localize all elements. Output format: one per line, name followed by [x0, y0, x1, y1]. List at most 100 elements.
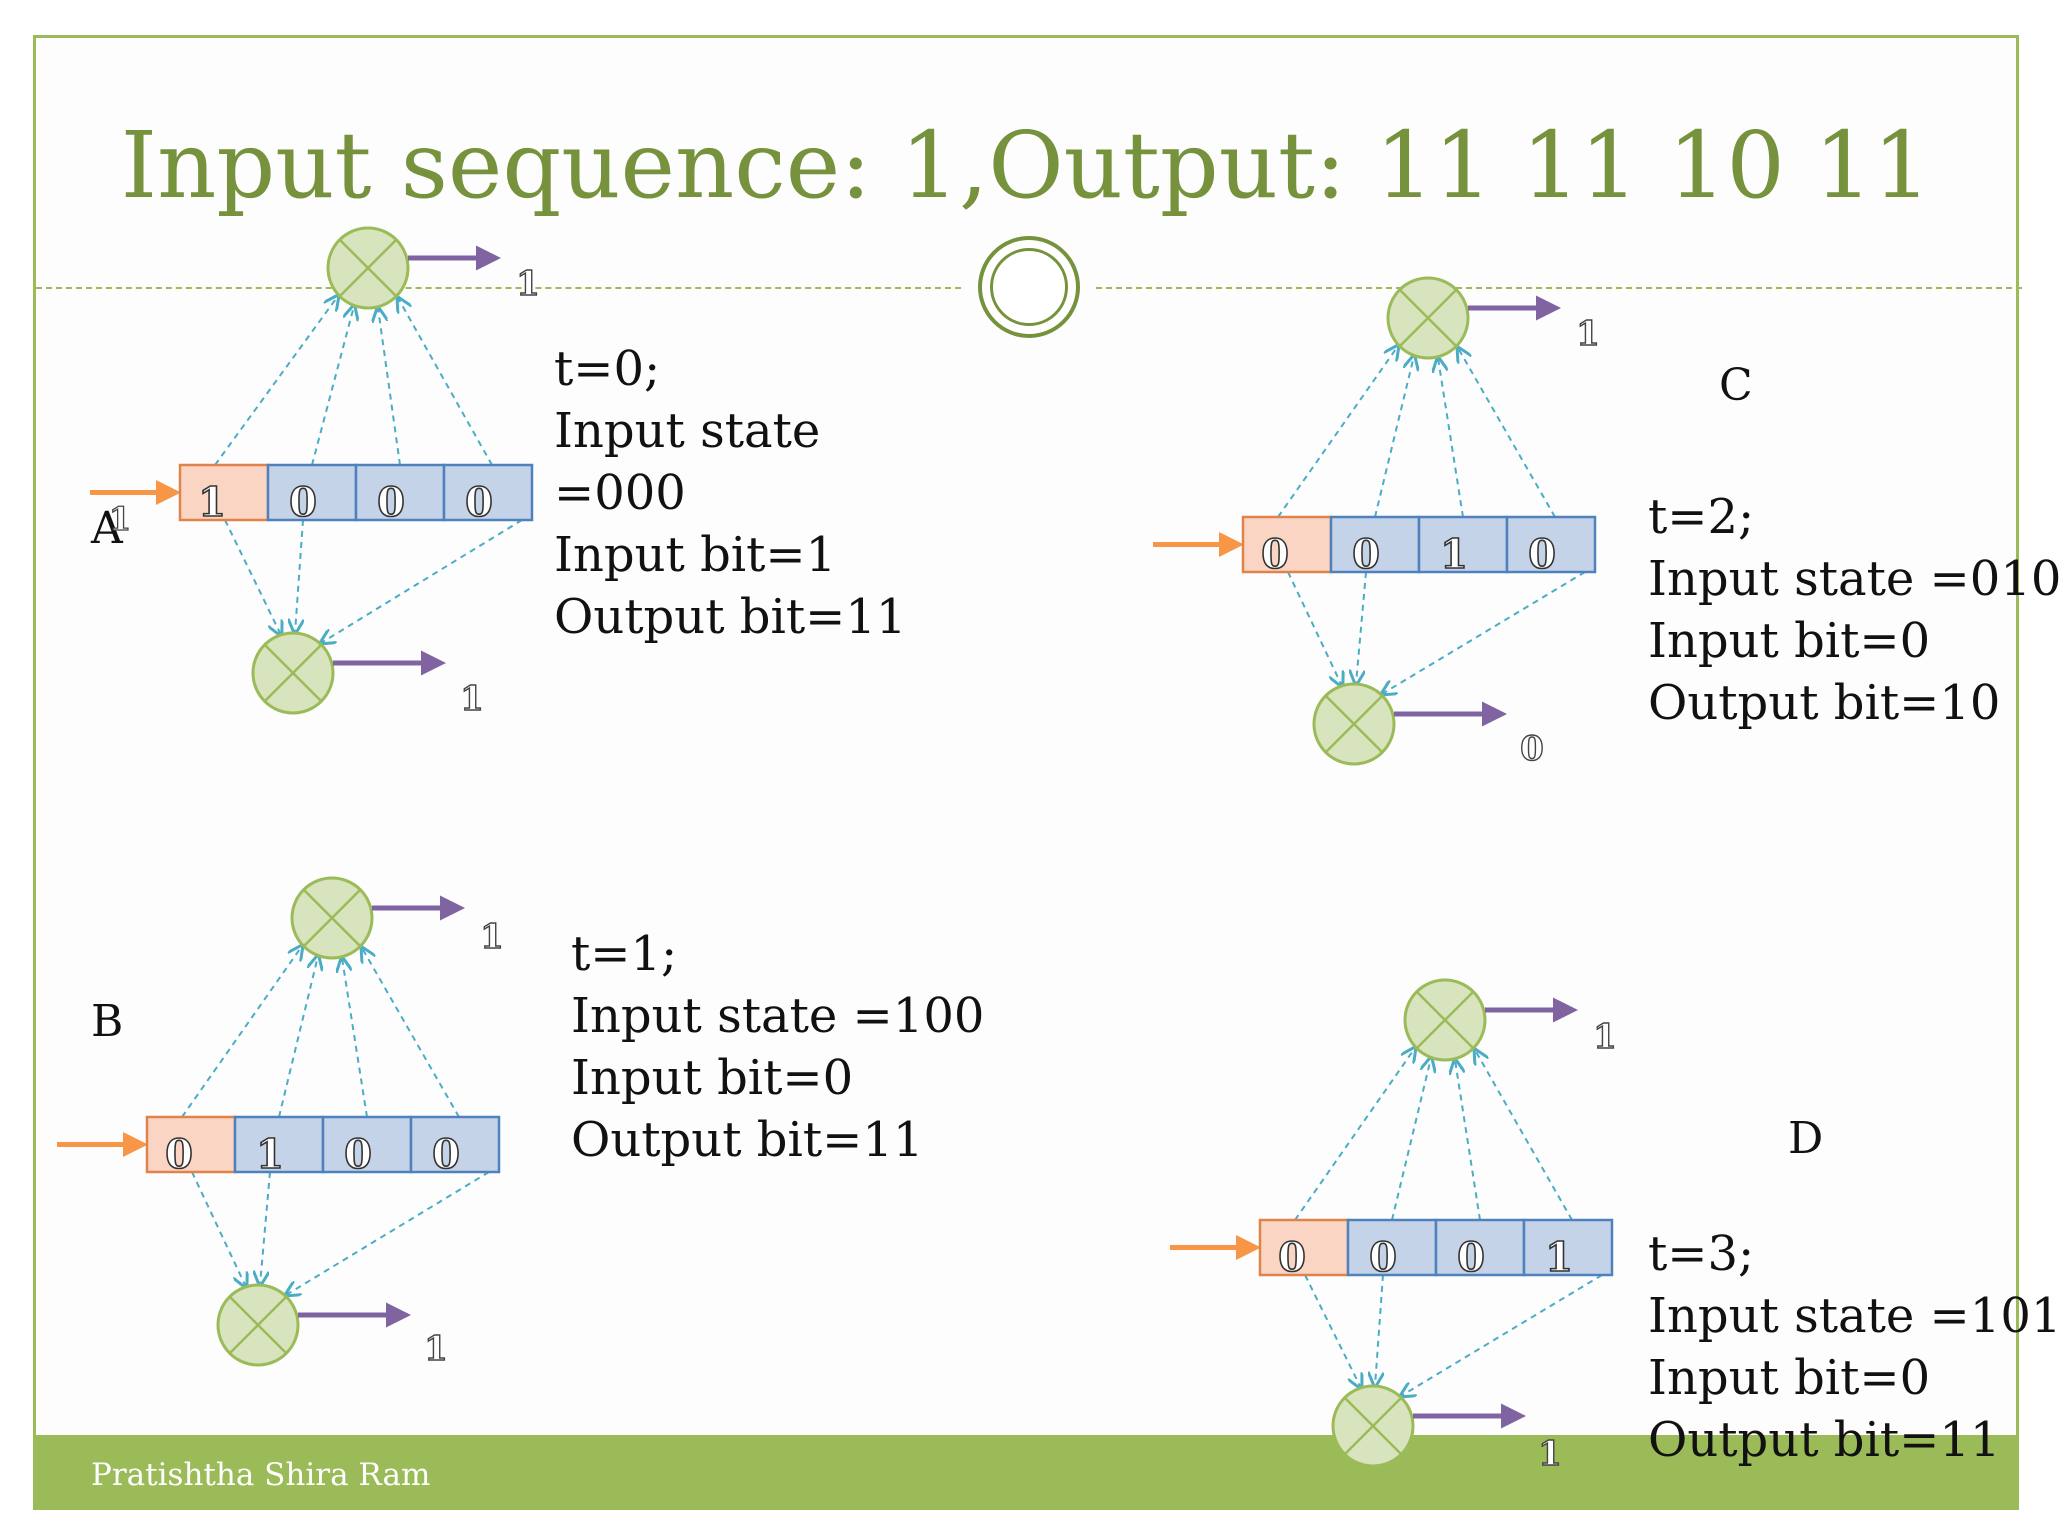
info-time: t=3;	[1648, 1226, 1755, 1282]
register-cell	[1505, 515, 1597, 574]
info-time: t=0;	[554, 341, 661, 397]
top-adder-output-bit: 1	[1576, 314, 1600, 354]
top-adder-output-bit: 1	[1593, 1017, 1617, 1057]
encoder-panel-a: 1 0 0 0 1 1 1	[90, 226, 541, 720]
register-bit: 0	[1261, 531, 1289, 578]
link-to-bottom-adder	[1375, 1274, 1384, 1386]
info-output-bit: Output bit=11	[571, 1112, 924, 1168]
info-input-state: Input state =100	[571, 988, 985, 1044]
register-bit: 0	[165, 1131, 193, 1178]
register-cell	[442, 463, 534, 522]
register-bit: 1	[198, 479, 226, 526]
register-bit: 0	[465, 479, 493, 526]
info-input-bit: Input bit=1	[554, 527, 837, 583]
link-to-bottom-adder	[1287, 571, 1342, 686]
link-to-top-adder	[181, 946, 302, 1118]
link-to-top-adder	[278, 956, 318, 1118]
info-input-state-value: =000	[554, 465, 686, 521]
link-to-top-adder	[342, 958, 368, 1118]
link-to-bottom-adder	[1356, 571, 1367, 684]
link-to-top-adder	[311, 306, 354, 466]
link-to-bottom-adder	[295, 519, 304, 633]
link-to-bottom-adder	[321, 519, 523, 643]
top-xor-adder-icon	[290, 876, 374, 960]
bottom-adder-output-bit: 1	[460, 679, 484, 719]
link-to-top-adder	[1374, 356, 1414, 518]
register-bit: 0	[1278, 1234, 1306, 1281]
bottom-adder-output-bit: 1	[1538, 1434, 1562, 1474]
top-xor-adder-icon	[1403, 978, 1487, 1062]
info-block-b: t=1; Input state =100 Input bit=0 Output…	[571, 923, 984, 1171]
register-bit: 0	[344, 1131, 372, 1178]
register-bit: 0	[289, 479, 317, 526]
info-input-state: Input state	[554, 403, 821, 459]
link-to-bottom-adder	[191, 1171, 246, 1287]
register-bit: 0	[1352, 531, 1380, 578]
info-block-c: t=2; Input state =010 Input bit=0 Output…	[1648, 486, 2061, 734]
register-bit: 0	[432, 1131, 460, 1178]
link-to-bottom-adder	[286, 1171, 490, 1295]
info-output-bit: Output bit=11	[554, 589, 907, 645]
info-block-d: t=3; Input state =101 Input bit=0 Output…	[1648, 1223, 2061, 1471]
info-time: t=2;	[1648, 489, 1755, 545]
label-marker-bit: 1	[109, 500, 131, 538]
register-bit: 0	[1528, 531, 1556, 578]
panel-label-a: A	[91, 503, 123, 554]
link-to-top-adder	[1438, 358, 1464, 518]
link-to-bottom-adder	[1304, 1274, 1361, 1388]
top-adder-output-bit: 1	[480, 917, 504, 957]
register-bit: 0	[1457, 1234, 1485, 1281]
info-input-bit: Input bit=0	[1648, 613, 1931, 669]
register-cell	[409, 1115, 501, 1174]
link-to-top-adder	[378, 308, 401, 466]
bottom-xor-adder-icon	[1331, 1384, 1415, 1468]
link-to-top-adder	[1294, 1048, 1415, 1221]
info-output-bit: Output bit=11	[1648, 1412, 2001, 1468]
register-cell	[1329, 515, 1421, 574]
bottom-xor-adder-icon	[216, 1283, 300, 1367]
panel-label-b: B	[91, 996, 124, 1047]
panel-label-c: C	[1719, 360, 1753, 411]
link-to-top-adder	[398, 298, 493, 466]
register-cell	[354, 463, 446, 522]
info-output-bit: Output bit=10	[1648, 675, 2001, 731]
register-bit: 1	[1440, 531, 1468, 578]
slide-title: Input sequence: 1,Output: 11 11 10 11	[120, 112, 1932, 219]
divider-ring-icon	[978, 236, 1080, 338]
register-cell	[266, 463, 358, 522]
link-to-top-adder	[1475, 1050, 1573, 1221]
top-adder-output-bit: 1	[516, 264, 540, 304]
register-cell	[1417, 515, 1509, 574]
register-bit: 0	[377, 479, 405, 526]
info-input-state: Input state =010	[1648, 551, 2061, 607]
register-cell	[1522, 1218, 1614, 1277]
link-to-top-adder	[1277, 346, 1398, 518]
footer-author: Pratishtha Shira Ram	[91, 1457, 431, 1493]
footer-bar: Pratishtha Shira Ram	[36, 1435, 2016, 1507]
panel-label-d: D	[1788, 1113, 1824, 1164]
info-input-bit: Input bit=0	[571, 1050, 854, 1106]
bottom-xor-adder-icon	[251, 631, 335, 715]
register-bit: 1	[1545, 1234, 1573, 1281]
link-to-top-adder	[1455, 1060, 1481, 1221]
top-xor-adder-icon	[1386, 276, 1470, 360]
link-to-bottom-adder	[260, 1171, 271, 1285]
bottom-xor-adder-icon	[1312, 682, 1396, 766]
info-input-state: Input state =101	[1648, 1288, 2061, 1344]
register-input-cell	[178, 463, 270, 522]
slide: Input sequence: 1,Output: 11 11 10 11 Pr…	[33, 35, 2061, 1510]
encoder-panel-c: 0 0 1 0 1 0	[1153, 276, 1601, 770]
divider-line-left	[36, 287, 961, 289]
bottom-adder-output-bit: 0	[1520, 729, 1544, 769]
register-bit: 1	[256, 1131, 284, 1178]
link-to-top-adder	[1458, 348, 1556, 518]
link-to-top-adder	[1391, 1058, 1431, 1221]
register-input-cell	[1258, 1218, 1350, 1277]
link-to-top-adder	[214, 296, 338, 466]
info-input-bit: Input bit=0	[1648, 1350, 1931, 1406]
info-block-a: t=0; Input state =000 Input bit=1 Output…	[554, 338, 906, 648]
encoder-panel-b: 0 1 0 0 1 1	[57, 876, 505, 1370]
bottom-adder-output-bit: 1	[424, 1329, 448, 1369]
